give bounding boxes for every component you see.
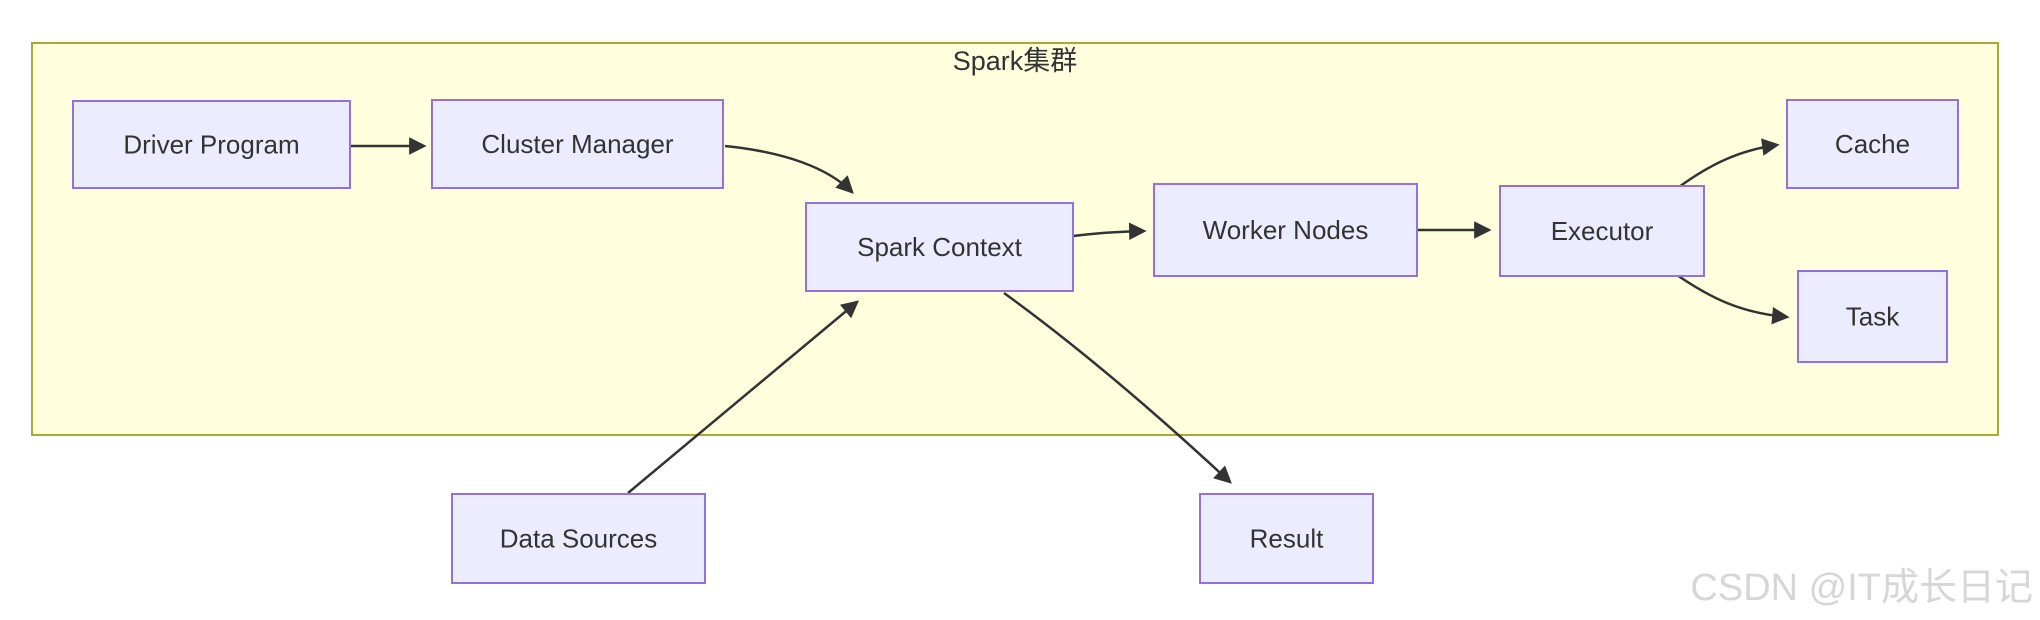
csdn-watermark: CSDN @IT成长日记 CSDN @IT成长日记: [1690, 567, 2035, 611]
node-driver-program-box: [72, 100, 351, 189]
node-spark-context-label: Spark Context: [857, 232, 1023, 262]
node-worker-nodes-label: Worker Nodes: [1203, 215, 1369, 245]
cluster-title: Spark集群: [953, 46, 1078, 76]
csdn-watermark-highlight: CSDN @IT成长日记: [1692, 569, 2035, 611]
node-cache-label: Cache: [1835, 129, 1910, 159]
node-driver-program: Driver Program: [72, 100, 351, 189]
edge-executor-to-cache: [1678, 138, 1780, 189]
csdn-watermark-text: CSDN @IT成长日记: [1690, 567, 2033, 609]
node-cluster-manager-box: [431, 99, 724, 189]
node-executor: Executor: [1499, 185, 1705, 277]
node-result-box: [1199, 493, 1374, 584]
node-layer: Driver Program Cluster Manager Spark Con…: [72, 99, 1959, 584]
node-task-box: [1797, 270, 1948, 363]
node-data-sources: Data Sources: [451, 493, 706, 584]
edge-data-sources-to-spark-context: [627, 300, 860, 494]
node-executor-box: [1499, 185, 1705, 277]
node-executor-label: Executor: [1551, 216, 1654, 246]
node-cache: Cache: [1786, 99, 1959, 189]
edge-spark-context-to-worker-nodes: [1072, 222, 1147, 241]
edge-spark-context-to-result: [1003, 291, 1232, 484]
node-cluster-manager: Cluster Manager: [431, 99, 724, 189]
node-cluster-manager-label: Cluster Manager: [481, 129, 674, 159]
node-data-sources-box: [451, 493, 706, 584]
edge-executor-to-task: [1676, 273, 1790, 325]
node-data-sources-label: Data Sources: [500, 524, 658, 554]
node-spark-context: Spark Context: [805, 202, 1074, 292]
node-result-label: Result: [1250, 524, 1324, 554]
node-cache-box: [1786, 99, 1959, 189]
node-task: Task: [1797, 270, 1948, 363]
node-driver-program-label: Driver Program: [123, 130, 299, 160]
edge-layer: [350, 137, 1790, 494]
edge-cluster-manager-to-spark-context: [724, 144, 854, 194]
node-worker-nodes: Worker Nodes: [1153, 183, 1418, 277]
node-worker-nodes-box: [1153, 183, 1418, 277]
node-task-label: Task: [1846, 302, 1900, 332]
node-spark-context-box: [805, 202, 1074, 292]
node-result: Result: [1199, 493, 1374, 584]
